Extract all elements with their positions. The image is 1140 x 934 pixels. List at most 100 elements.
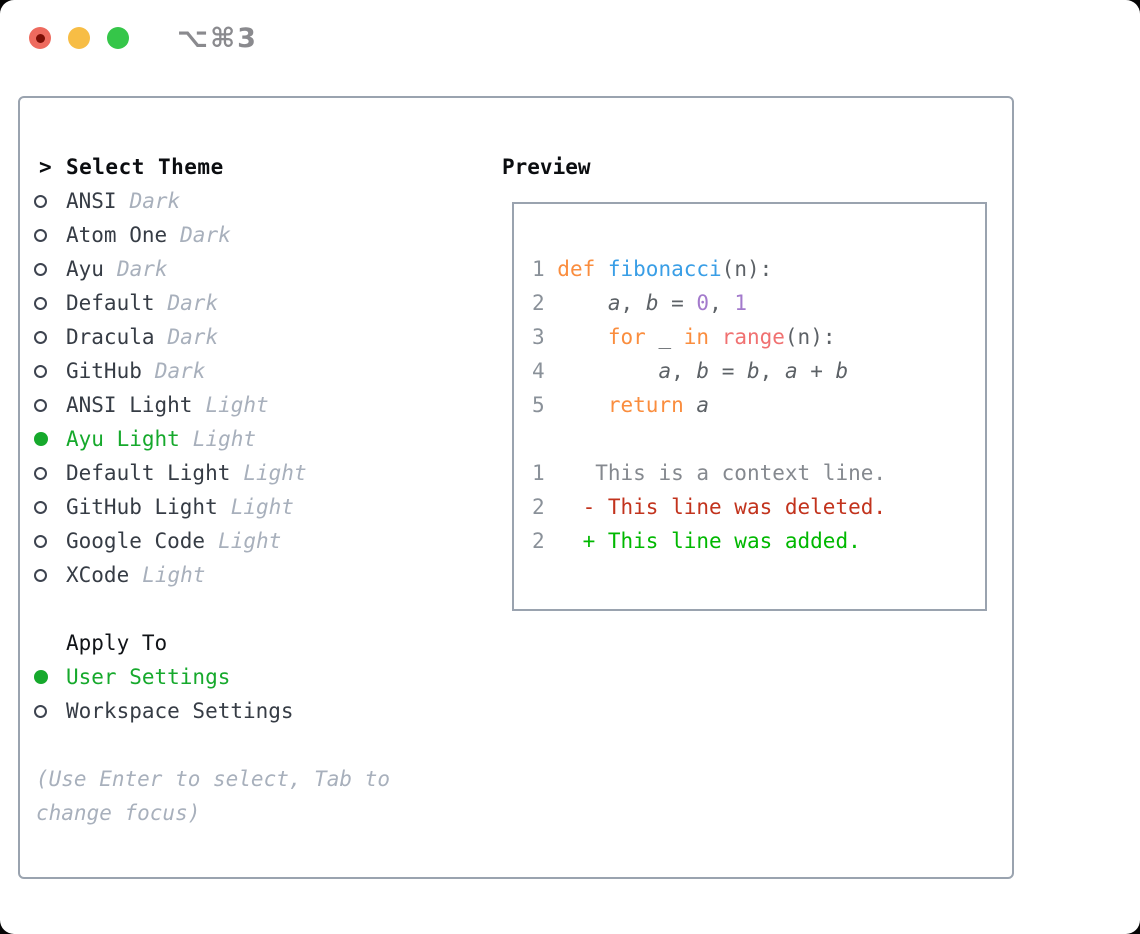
radio-icon xyxy=(34,398,66,412)
preview-title: Preview xyxy=(502,155,591,179)
radio-icon xyxy=(34,364,66,378)
code-token: + This line was added. xyxy=(582,529,861,553)
theme-option-default-light[interactable]: Default Light Light xyxy=(34,456,494,490)
code-token: - This line was deleted. xyxy=(582,495,887,519)
radio-selected-icon xyxy=(34,432,66,446)
option-label: Ayu xyxy=(66,257,104,281)
code-token xyxy=(545,529,583,553)
option-label: Ayu Light xyxy=(66,427,180,451)
option-label: ANSI Light xyxy=(66,393,193,417)
theme-option-atom-one[interactable]: Atom One Dark xyxy=(34,218,494,252)
code-token: 1 xyxy=(734,291,748,315)
option-variant-label: Dark xyxy=(167,291,219,315)
code-line: 1 def fibonacci(n): xyxy=(532,252,886,286)
spacer xyxy=(34,592,494,626)
option-variant-label: Light xyxy=(243,461,307,485)
code-token xyxy=(557,325,608,349)
zoom-button[interactable] xyxy=(107,27,129,49)
close-button-dot-icon xyxy=(35,33,45,43)
radio-icon xyxy=(34,466,66,480)
code-token: , xyxy=(671,359,697,383)
select-theme-header: > Select Theme xyxy=(34,150,494,184)
code-token: in xyxy=(683,325,722,349)
focus-caret-icon: > xyxy=(39,155,52,179)
apply-to-header: Apply To xyxy=(34,626,494,660)
code-token: 2 xyxy=(532,291,558,315)
radio-icon xyxy=(34,704,66,718)
code-token: _ xyxy=(658,325,684,349)
theme-option-google-code[interactable]: Google Code Light xyxy=(34,524,494,558)
code-line: 5 return a xyxy=(532,388,886,422)
code-token xyxy=(545,495,583,519)
option-label: Default Light xyxy=(66,461,231,485)
radio-icon xyxy=(34,262,66,276)
minimize-button[interactable] xyxy=(68,27,90,49)
code-token xyxy=(545,461,596,485)
section-title: Select Theme xyxy=(66,155,224,179)
radio-icon xyxy=(34,228,66,242)
close-button[interactable] xyxy=(29,27,51,49)
code-token: 4 xyxy=(532,359,558,383)
window-titlebar: ⌥⌘3 xyxy=(29,23,258,54)
option-label: XCode xyxy=(66,563,130,587)
option-label: ANSI xyxy=(66,189,117,213)
radio-icon xyxy=(34,568,66,582)
code-line: 4 a, b = b, a + b xyxy=(532,354,886,388)
option-label: Atom One xyxy=(66,223,168,247)
code-line: 2 + This line was added. xyxy=(532,524,886,558)
hint-text: (Use Enter to select, Tab to change focu… xyxy=(36,767,403,825)
option-variant-label: Light xyxy=(205,393,269,417)
code-token: , xyxy=(620,291,646,315)
code-token: a xyxy=(696,393,710,417)
code-token: , xyxy=(759,359,785,383)
radio-icon xyxy=(34,330,66,344)
code-token: range xyxy=(721,325,785,349)
code-token: = xyxy=(709,359,747,383)
option-label: User Settings xyxy=(66,665,231,689)
code-line: 2 a, b = 0, 1 xyxy=(532,286,886,320)
code-token: , xyxy=(709,291,735,315)
code-token: a xyxy=(784,359,798,383)
option-label: Google Code xyxy=(66,529,206,553)
code-token: b xyxy=(747,359,760,383)
code-token: 3 xyxy=(532,325,558,349)
code-token: return xyxy=(607,393,697,417)
code-token: fibonacci xyxy=(607,257,722,281)
code-token xyxy=(557,291,608,315)
option-variant-label: Dark xyxy=(180,223,231,247)
code-token xyxy=(557,359,658,383)
radio-icon xyxy=(34,500,66,514)
code-token: b xyxy=(645,291,659,315)
option-variant-label: Dark xyxy=(154,359,206,383)
apply-option-user-settings[interactable]: User Settings xyxy=(34,660,494,694)
code-token xyxy=(557,393,608,417)
radio-icon xyxy=(34,534,66,548)
radio-icon xyxy=(34,296,66,310)
radio-icon xyxy=(34,194,66,208)
code-token: = xyxy=(658,291,697,315)
theme-option-ansi-light[interactable]: ANSI Light Light xyxy=(34,388,494,422)
code-token: (n): xyxy=(784,325,836,349)
option-label: Workspace Settings xyxy=(66,699,294,723)
apply-option-workspace-settings[interactable]: Workspace Settings xyxy=(34,694,494,728)
code-token: + xyxy=(797,359,836,383)
code-token: a xyxy=(607,291,621,315)
option-variant-label: Light xyxy=(230,495,294,519)
code-token: 5 xyxy=(532,393,558,417)
option-variant-label: Light xyxy=(218,529,282,553)
